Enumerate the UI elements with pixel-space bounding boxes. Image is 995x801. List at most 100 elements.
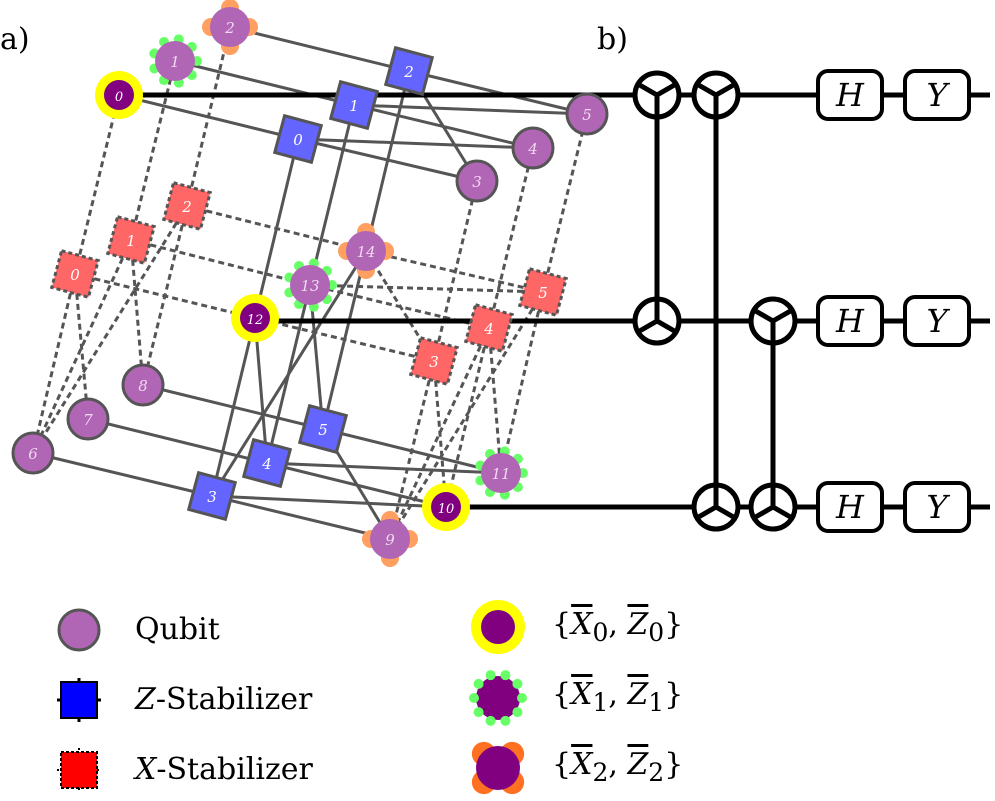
qubit-label: 12: [247, 313, 264, 328]
green-dot: [517, 693, 527, 703]
square: [60, 751, 98, 789]
lz: Z: [627, 607, 649, 642]
z-stabilizer-edge: [174, 59, 355, 107]
z-stabilizer-edge: [253, 317, 269, 464]
z-stabilizer-edge: [211, 494, 447, 509]
legend-z-stabilizer-icon: [57, 678, 101, 722]
sub: 2: [648, 758, 665, 787]
x-var: X: [135, 752, 157, 787]
qubit-14: 14: [338, 223, 394, 279]
gate-label-Y: Y: [926, 76, 950, 114]
gate-spoke: [714, 82, 735, 98]
z-stabilizer-5: 5: [297, 403, 349, 455]
stabilizer-label: 0: [70, 266, 80, 284]
z-stabilizer-edge: [308, 104, 356, 286]
x-stabilizer-edge: [487, 147, 535, 329]
qubit-circle: [57, 608, 101, 652]
z-stabilizer-edge: [229, 25, 410, 73]
qubit-label: 14: [356, 243, 375, 261]
mercedes-triad-icon: [632, 296, 682, 346]
x-stabilizer-edge: [73, 273, 90, 420]
lx: X: [571, 607, 593, 642]
x-stabilizer-0: 0: [49, 248, 101, 300]
stabilizer-label: 1: [126, 232, 136, 250]
z-stabilizer-edge: [364, 70, 411, 252]
x-stabilizer-edge: [309, 283, 544, 294]
green-dot: [473, 707, 484, 718]
z-stabilizer-edge: [87, 417, 268, 465]
lx: X: [571, 677, 593, 712]
gate-box: [816, 69, 884, 121]
z-stabilizer-3: 3: [186, 470, 238, 522]
stabilizer-square: [186, 470, 238, 522]
green-dot: [500, 670, 511, 681]
legend-logical-2-label: {X2, Z2}: [552, 747, 684, 787]
gate-spoke: [655, 82, 676, 98]
legend-qubit-icon: [57, 608, 101, 652]
qubit-7: 7: [66, 397, 110, 441]
mercedes-triad-icon: [691, 482, 741, 532]
z-stabilizer-edge: [266, 461, 502, 475]
core: [476, 676, 520, 720]
sub: 1: [648, 688, 665, 717]
x-text: -Stabilizer: [156, 752, 313, 787]
x-stabilizer-edge: [31, 205, 189, 454]
gate-spoke: [771, 308, 792, 324]
legend-logical-2-icon: [471, 741, 525, 795]
x-stabilizer-edge: [31, 273, 77, 454]
x-stabilizer-1: 1: [105, 214, 157, 266]
gate-label-H: H: [835, 488, 865, 526]
stabilizer-label: 4: [483, 320, 494, 338]
qubit-label: 2: [224, 19, 235, 37]
z-stabilizer-edge: [118, 93, 299, 141]
gate-box: [903, 295, 971, 347]
green-dot: [500, 715, 511, 726]
core: [481, 610, 515, 644]
qubit-8: 8: [121, 363, 165, 407]
x-stabilizer-edge: [432, 360, 448, 508]
z-stabilizer-edge: [353, 103, 588, 116]
qubit-label: 7: [83, 411, 93, 429]
z-stabilizer-edge: [32, 451, 213, 498]
qubit-0: 0: [95, 71, 143, 119]
green-dot: [485, 715, 496, 726]
qubit-circle: [455, 159, 499, 203]
x-stabilizer-edge: [388, 291, 545, 540]
stabilizer-label: 2: [403, 63, 414, 81]
qubit-2: 2: [202, 0, 258, 55]
qubit-circle: [155, 41, 195, 81]
z-var: Z: [135, 682, 156, 717]
stabilizer-square: [383, 45, 435, 97]
gate-label-Y: Y: [926, 302, 950, 340]
x-stabilizer-2: 2: [161, 180, 213, 232]
legend-qubit-label: Qubit: [135, 612, 220, 647]
x-stabilizer-edge: [129, 60, 177, 241]
legend-logical-1-label: {X1, Z1}: [552, 677, 684, 717]
green-dot: [485, 670, 496, 681]
qubit-4: 4: [511, 126, 555, 170]
qubit-circle: [121, 363, 165, 407]
qubit-label: 1: [170, 53, 180, 71]
gate-box: [816, 481, 884, 533]
qubit-label: 9: [385, 531, 395, 549]
edges: [31, 25, 589, 541]
qubit-13: 13: [284, 258, 337, 312]
qubit-circle: [240, 303, 270, 333]
x-stabilizer-edge: [541, 113, 589, 293]
z-stabilizer-edge: [321, 250, 368, 430]
z-stabilizer-edge: [322, 427, 502, 475]
lz: Z: [627, 677, 649, 712]
qubit-circle: [104, 80, 134, 110]
qubit-circle: [290, 265, 330, 305]
stabilizer-square: [161, 180, 213, 232]
stabilizer-square: [241, 437, 293, 489]
gate-box: [903, 481, 971, 533]
x-stabilizer-edge: [141, 205, 189, 386]
x-stabilizer-4: 4: [463, 302, 515, 354]
panel-label-a: a): [0, 22, 30, 57]
stabilizer-label: 4: [261, 455, 272, 473]
qubit-1: 1: [149, 34, 202, 88]
x-stabilizer-edge: [31, 239, 133, 454]
